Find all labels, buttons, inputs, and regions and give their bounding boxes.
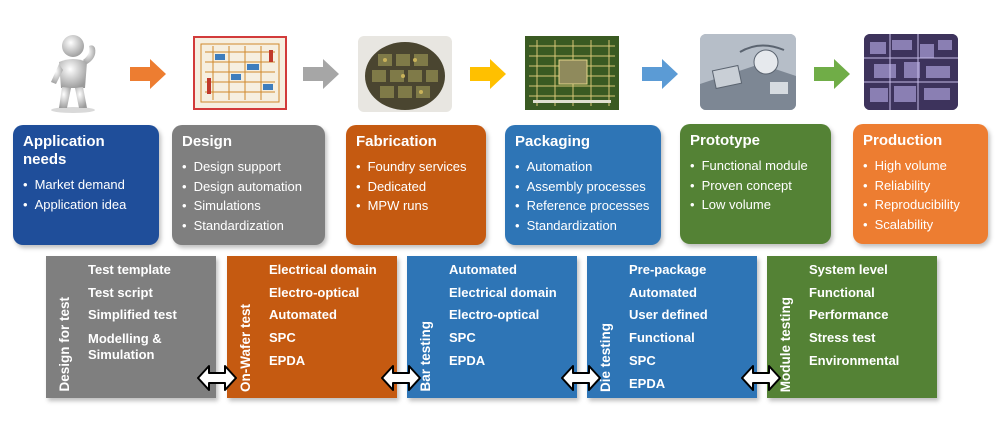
list-item: Application idea	[23, 195, 149, 215]
list-item: Functional	[809, 284, 875, 300]
list-item: Performance	[809, 307, 889, 323]
list-item: Standardization	[515, 216, 651, 236]
stage-items: Foundry services Dedicated MPW runs	[356, 157, 476, 216]
list-item: Electrical domain	[449, 284, 557, 300]
stage-title: Packaging	[515, 133, 591, 150]
list-item: Electrical domain	[269, 262, 377, 277]
list-item: SPC	[269, 330, 296, 346]
stage-packaging: Packaging Automation Assembly processes …	[505, 125, 661, 245]
test-items: Pre-package Automated User defined Funct…	[629, 259, 708, 395]
list-item: Simulation	[88, 347, 155, 363]
test-items: Electrical domain Electro-optical Automa…	[269, 259, 377, 373]
list-item: Automation	[515, 157, 651, 177]
double-arrow-icon	[381, 365, 421, 391]
flow-arrow-icon	[814, 59, 850, 89]
list-item: Electro-optical	[449, 307, 540, 323]
stage-items: Automation Assembly processes Reference …	[515, 157, 651, 235]
list-item: Proven concept	[690, 176, 821, 196]
list-item: Stress test	[809, 330, 876, 346]
double-arrow-icon	[561, 365, 601, 391]
list-item: Market demand	[23, 175, 149, 195]
test-module-testing: Module testing System level Functional P…	[767, 256, 937, 398]
flow-arrow-icon	[303, 59, 339, 89]
list-item: Low volume	[690, 195, 821, 215]
stage-prototype: Prototype Functional module Proven conce…	[680, 124, 831, 244]
stage-title: Fabrication	[356, 133, 437, 150]
stage-items: High volume Reliability Reproducibility …	[863, 156, 978, 234]
test-label-text: On-Wafer test	[237, 303, 253, 392]
stage-title: Application needs	[23, 133, 149, 169]
list-item: Test template	[88, 262, 171, 277]
test-label: Design for test	[50, 260, 78, 392]
stage-title: Production	[863, 132, 943, 149]
list-item: Reproducibility	[863, 195, 978, 215]
test-die-testing: Die testing Pre-package Automated User d…	[587, 256, 757, 398]
test-design-for-test: Design for test Test template Test scrip…	[46, 256, 216, 398]
list-item: Automated	[269, 307, 337, 323]
stage-title: Design	[182, 133, 233, 150]
list-item: Assembly processes	[515, 177, 651, 197]
list-item: Reliability	[863, 176, 978, 196]
test-items: Test template Test script Simplified tes…	[88, 259, 177, 363]
list-item: Environmental	[809, 352, 900, 368]
list-item: Dedicated	[356, 177, 476, 197]
stage-production: Production High volume Reliability Repro…	[853, 124, 988, 244]
double-arrow-icon	[741, 365, 781, 391]
list-item: Simplified test	[88, 307, 177, 323]
list-item: EPDA	[269, 352, 306, 368]
list-item: Automated	[629, 284, 697, 300]
list-item: System level	[809, 262, 888, 277]
stage-fabrication: Fabrication Foundry services Dedicated M…	[346, 125, 486, 245]
circuit-layout-icon	[193, 36, 287, 110]
stage-items: Functional module Proven concept Low vol…	[690, 156, 821, 215]
person-thinking-icon	[37, 32, 107, 114]
test-label-text: Design for test	[56, 297, 72, 392]
stage-title-line: Application	[23, 133, 105, 150]
list-item: EPDA	[629, 375, 666, 391]
test-items: System level Functional Performance Stre…	[809, 259, 899, 373]
list-item: Design support	[182, 157, 315, 177]
production-chip-icon	[864, 34, 958, 110]
stage-items: Design support Design automation Simulat…	[182, 157, 315, 235]
wafer-icon	[358, 36, 452, 112]
flow-arrow-icon	[130, 59, 166, 89]
double-arrow-icon	[197, 365, 237, 391]
list-item: Simulations	[182, 196, 315, 216]
list-item: Foundry services	[356, 157, 476, 177]
list-item: Design automation	[182, 177, 315, 197]
list-item: Functional module	[690, 156, 821, 176]
stage-items: Market demand Application idea	[23, 175, 149, 214]
list-item: Automated	[449, 262, 517, 277]
list-item: Functional	[629, 330, 695, 346]
flow-arrow-icon	[642, 59, 678, 89]
chip-package-icon	[525, 36, 619, 110]
test-bar-testing: Bar testing Automated Electrical domain …	[407, 256, 577, 398]
list-item: MPW runs	[356, 196, 476, 216]
list-item: Reference processes	[515, 196, 651, 216]
list-item: EPDA	[449, 352, 486, 368]
list-item: User defined	[629, 307, 708, 323]
list-item: SPC	[449, 330, 476, 346]
stage-application-needs: Application needs Market demand Applicat…	[13, 125, 159, 245]
list-item: Test script	[88, 284, 153, 300]
list-item: High volume	[863, 156, 978, 176]
prototype-module-icon	[700, 34, 796, 110]
list-item: Standardization	[182, 216, 315, 236]
flow-arrow-icon	[470, 59, 506, 89]
list-item: Modelling &	[88, 331, 162, 347]
test-on-wafer: On-Wafer test Electrical domain Electro-…	[227, 256, 397, 398]
stage-design: Design Design support Design automation …	[172, 125, 325, 245]
list-item: SPC	[629, 352, 656, 368]
test-items: Automated Electrical domain Electro-opti…	[449, 259, 557, 373]
stage-title: Prototype	[690, 132, 761, 149]
list-item: Pre-package	[629, 262, 707, 277]
list-item: Scalability	[863, 215, 978, 235]
stage-title-line: needs	[23, 151, 67, 168]
list-item: Electro-optical	[269, 284, 360, 300]
